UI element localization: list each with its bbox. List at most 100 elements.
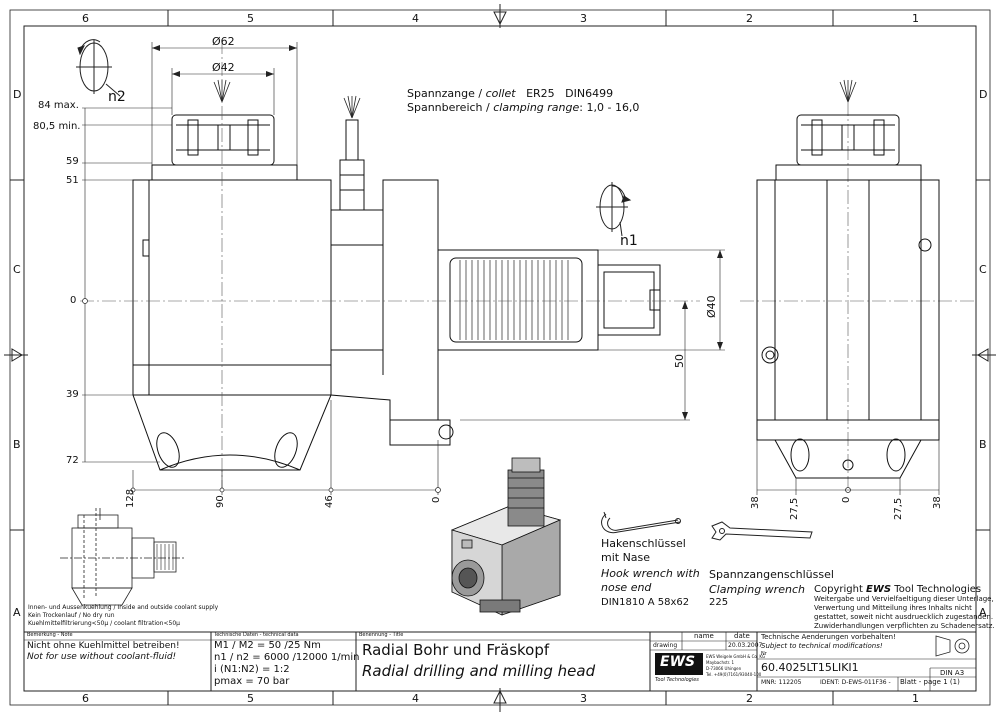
dim-0-bottom: 0: [431, 496, 442, 503]
grid-row-d-right: D: [979, 88, 988, 101]
hook-wrench-en-1: Hook wrench with: [601, 567, 700, 580]
ident: IDENT: D-EWS-011F36 -: [820, 679, 891, 686]
side-view: [756, 114, 940, 479]
dim-39: 39: [66, 389, 79, 400]
hook-wrench-drawing: [601, 511, 681, 534]
dimension-arrows: [152, 45, 723, 420]
remark-de: Nicht ohne Kuehlmittel betreiben!: [27, 641, 180, 651]
dim-46: 46: [324, 495, 335, 508]
row-drawing: drawing: [653, 642, 678, 649]
address-3: D-73066 Uhingen: [706, 666, 742, 671]
dim-84-max: 84 max.: [38, 100, 79, 111]
grid-row-b-left: B: [13, 438, 21, 451]
front-view: [132, 114, 661, 471]
paper-format: DIN A3: [940, 669, 965, 677]
col-date: date: [734, 632, 750, 640]
dim-27-5-right: 27,5: [893, 497, 904, 520]
grid-col-6-top: 6: [82, 12, 89, 25]
grid-col-4-top: 4: [412, 12, 419, 25]
grid-row-b-right: B: [979, 438, 987, 451]
grid-row-c-right: C: [979, 263, 987, 276]
hook-wrench-din: DIN1810 A 58x62: [601, 597, 690, 608]
grid-col-3-top: 3: [580, 12, 587, 25]
tech-pressure: pmax = 70 bar: [214, 676, 290, 687]
grid-row-a-right: A: [979, 606, 987, 619]
changes-en: Subject to technical modifications!: [761, 642, 883, 650]
projection-symbol: [935, 635, 970, 657]
rotation-symbol-n2: [76, 39, 121, 97]
drawing-title-en: Radial drilling and milling head: [362, 662, 596, 680]
dim-38-left: 38: [750, 496, 761, 509]
grid-row-a-left: A: [13, 606, 21, 619]
hook-wrench-de-1: Hakenschlüssel: [601, 537, 686, 550]
dim-59: 59: [66, 156, 79, 167]
hook-wrench-de-2: mit Nase: [601, 551, 651, 564]
tech-torque: M1 / M2 = 50 /25 Nm: [214, 640, 321, 651]
sheet-page: Blatt - page 1 (1): [900, 678, 960, 686]
coolant-schematic-ribs: [156, 544, 174, 570]
grid-col-6-bottom: 6: [82, 692, 89, 705]
copyright-line4: Zuwiderhandlungen verpflichten zu Schade…: [814, 622, 995, 630]
coolant-note-2: Kein Trockenlauf / No dry run: [28, 612, 115, 619]
ews-logo: [655, 653, 703, 675]
grid-col-2-top: 2: [746, 12, 753, 25]
dim-d42: Ø42: [212, 61, 235, 74]
copyright-line3: gestattet, soweit nicht ausdruecklich zu…: [814, 613, 994, 621]
address-1: EWS Weigele GmbH & Co. KG: [706, 654, 766, 659]
changes-de: Technische Aenderungen vorbehalten!: [761, 633, 896, 641]
dim-51: 51: [66, 175, 79, 186]
clamp-wrench-en: Clamping wrench: [709, 583, 805, 596]
tech-speed: n1 / n2 = 6000 /12000 1/min: [214, 652, 360, 663]
tech-data-label: Technische Daten - technical data: [214, 632, 299, 638]
remark-label: Bemerkung - Note: [27, 632, 73, 638]
copyright-line2: Verwertung und Mitteilung ihres Inhalts …: [814, 604, 972, 612]
address-4: Tel. +49(0)7161/93040-100: [706, 672, 762, 677]
hook-wrench-en-2: nose end: [601, 581, 652, 594]
grid-col-1-top: 1: [912, 12, 919, 25]
title-label: Benennung - Title: [359, 632, 404, 638]
collet-note-line1: Spannzange / collet ER25 DIN6499: [407, 87, 614, 100]
dim-d40: Ø40: [705, 295, 718, 318]
grid-col-4-bottom: 4: [412, 692, 419, 705]
dim-0-side: 0: [841, 496, 852, 503]
grid-col-2-bottom: 2: [746, 692, 753, 705]
side-dimension-lines: [756, 440, 940, 495]
drawing-title-de: Radial Bohr und Fräskopf: [362, 641, 550, 659]
coolant-note-1: Innen- und Aussenkuehlung / Inside and o…: [28, 604, 219, 611]
copyright-title: Copyright EWS Tool Technologies: [814, 584, 982, 595]
dim-0-left: 0: [70, 295, 77, 306]
centering-marks: [4, 4, 996, 712]
clamp-wrench-size: 225: [709, 597, 729, 608]
grid-col-5-top: 5: [247, 12, 254, 25]
collet-note-line2: Spannbereich / clamping range: 1,0 - 16,…: [407, 101, 640, 114]
datum-circles: [82, 298, 851, 493]
col-name: name: [694, 632, 714, 640]
ews-logo-sub: Tool Technologies: [655, 677, 699, 683]
clamp-wrench-drawing: [711, 521, 813, 541]
dim-128: 128: [125, 488, 136, 508]
copyright-line1: Weitergabe und Vervielfaeltigung dieser …: [814, 595, 994, 603]
label-n2: n2: [108, 89, 126, 105]
front-dimension-lines: [82, 42, 725, 495]
grid-row-d-left: D: [13, 88, 22, 101]
tech-ratio: i (N1:N2) = 1:2: [214, 664, 290, 675]
product-3d-render: [450, 457, 562, 616]
address-2: Maybachstr. 1: [706, 660, 735, 665]
grid-row-c-left: C: [13, 263, 21, 276]
grid-col-1-bottom: 1: [912, 692, 919, 705]
spindle-thread: [459, 260, 569, 340]
dim-d62: Ø62: [212, 35, 235, 48]
part-no-label: Nr: [761, 651, 767, 657]
ews-logo-text: EWS: [660, 654, 696, 670]
center-lines: [80, 40, 975, 490]
grid-col-3-bottom: 3: [580, 692, 587, 705]
dim-80-5-min: 80,5 min.: [33, 121, 81, 132]
rotation-symbol-n1: [596, 182, 632, 237]
mnr: MNR: 112205: [761, 679, 802, 686]
part-number: 60.4025LT15LIKI1: [761, 661, 859, 674]
coolant-schematic: [60, 508, 185, 606]
title-block-grid: [23, 631, 977, 692]
coolant-note-3: Kuehlmittelfiltrierung<50µ / coolant fil…: [28, 620, 180, 627]
clamp-wrench-de: Spannzangenschlüssel: [709, 568, 834, 581]
